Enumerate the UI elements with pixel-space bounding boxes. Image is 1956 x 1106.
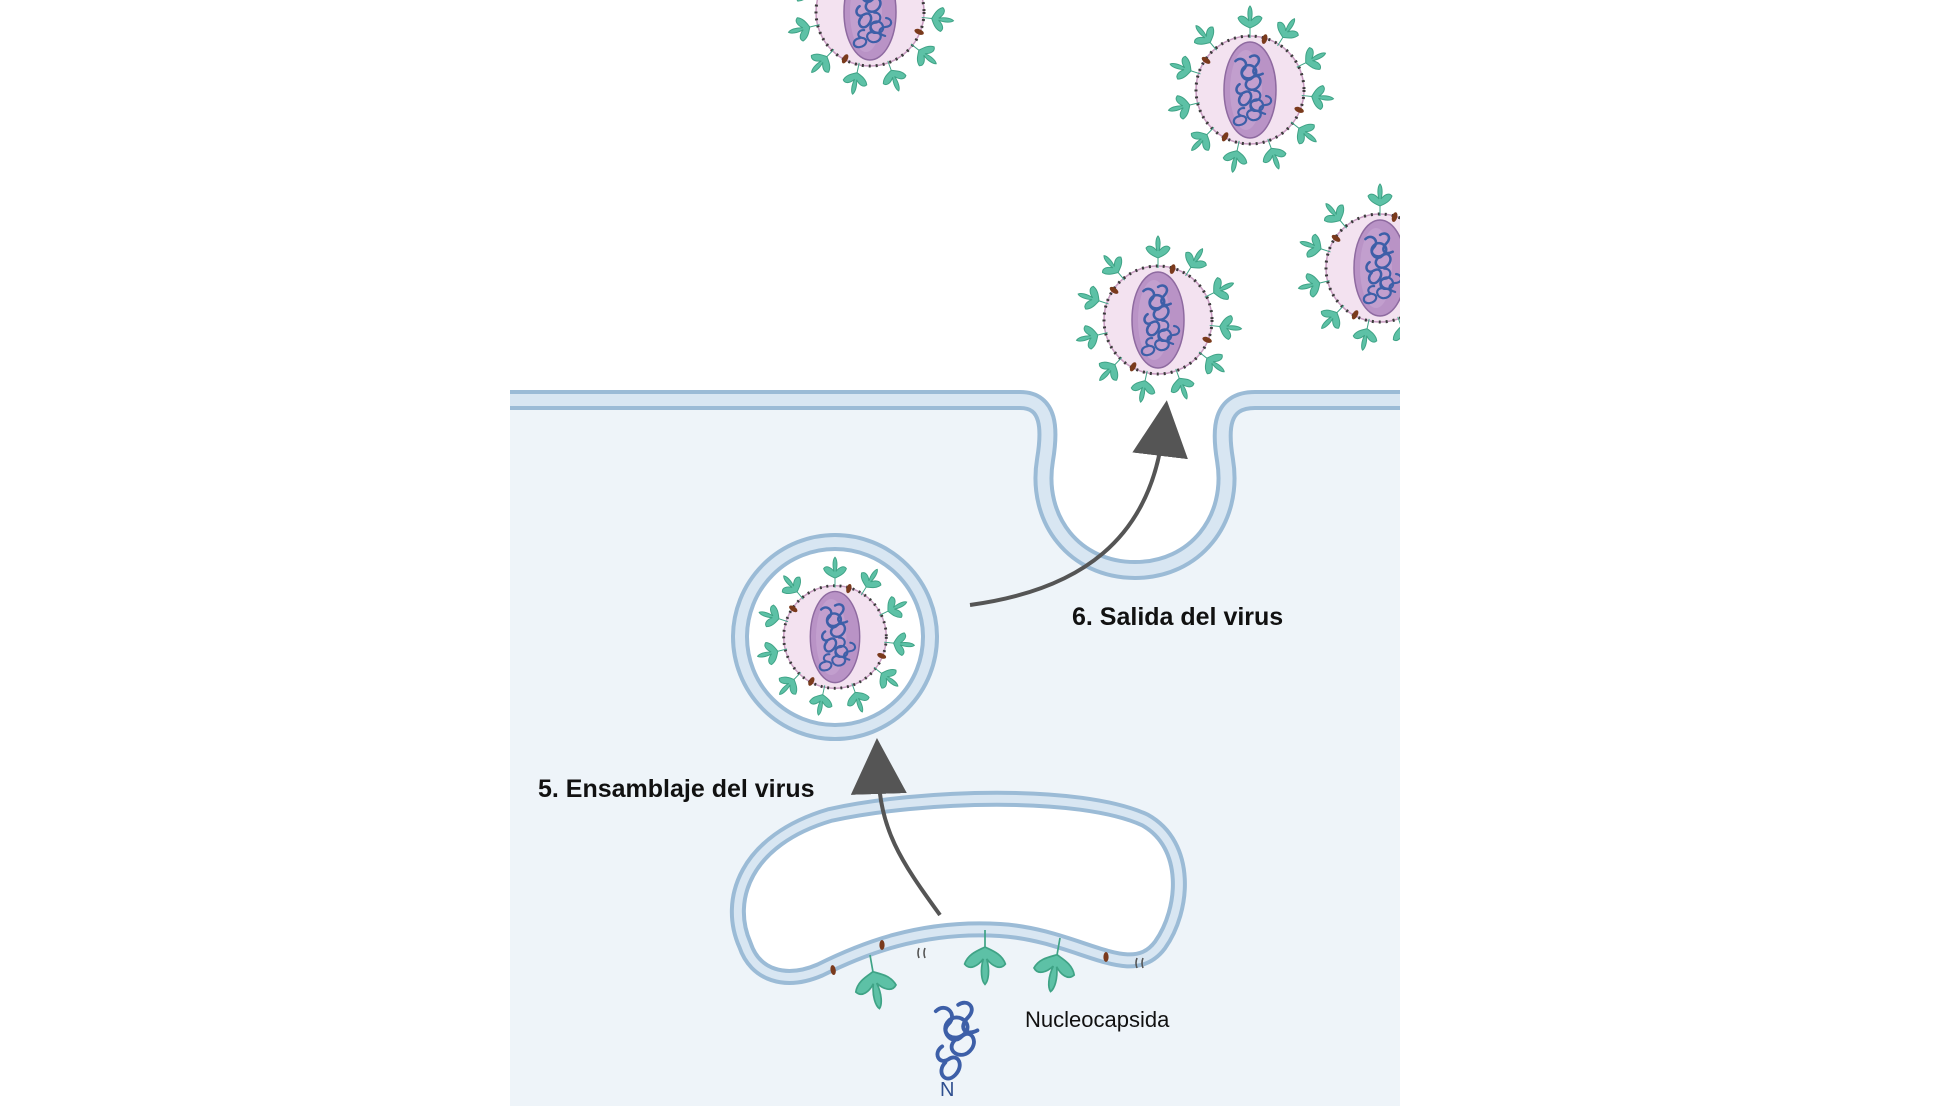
virion-icon [786,0,955,97]
m-protein-icon [1103,952,1109,962]
cytoplasm-region [510,405,1400,1106]
nucleocapsid-label: Nucleocapsida [1025,1007,1170,1032]
transport-vesicle [731,533,939,741]
n-protein-label: N [940,1079,954,1101]
step6-label: 6. Salida del virus [1072,603,1283,631]
step5-label: 5. Ensamblaje del virus [538,775,815,803]
arrow-icon [850,738,942,917]
virion-icon [1296,184,1465,353]
virion-icon [1074,236,1243,405]
m-protein-icon [879,940,885,950]
arrow-icon [969,400,1188,607]
er-golgi-compartment [730,790,1187,1013]
virion-icon [1166,6,1335,175]
